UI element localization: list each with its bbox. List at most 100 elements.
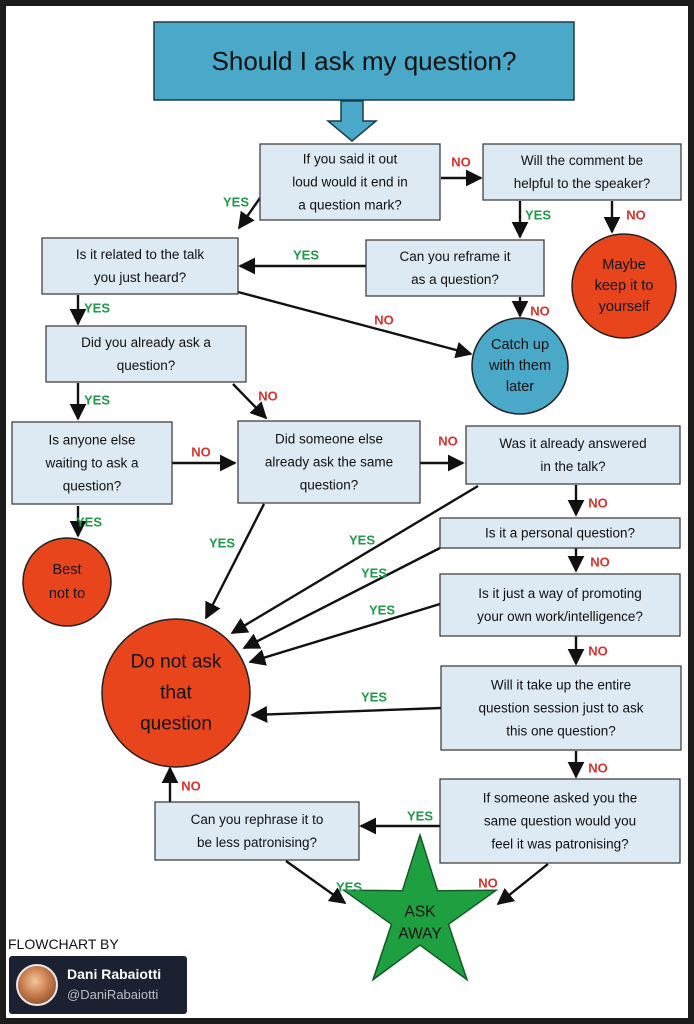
node-ask_away-line-1: ASK xyxy=(404,904,436,921)
node-said_out_loud-line-1: If you said it out xyxy=(303,152,398,167)
node-already_asked: Did you already ask a question? xyxy=(45,325,247,383)
node-reframe-box xyxy=(365,239,545,297)
title-down-arrow xyxy=(325,100,379,142)
edge-label-reframe-to-catch_up: NO xyxy=(530,304,550,319)
node-personal-line-1: Is it a personal question? xyxy=(485,526,635,541)
edge-label-rephrase-to-do_not_ask: NO xyxy=(181,779,201,794)
node-helpful-line-1: Will the comment be xyxy=(521,153,643,168)
node-take_up-line-1: Will it take up the entire xyxy=(491,678,631,693)
node-promoting-line-2: your own work/intelligence? xyxy=(477,609,643,624)
title-box xyxy=(153,21,575,101)
edge-answered-to-do_not_ask xyxy=(230,484,479,635)
node-do_not_ask-line-1: Do not ask xyxy=(131,652,222,673)
node-anyone_waiting-box xyxy=(11,421,173,505)
node-anyone_waiting: Is anyone else waiting to ask a question? xyxy=(11,421,173,505)
node-best_not-line-1: Best xyxy=(52,562,81,578)
node-anyone_waiting-line-2: waiting to ask a xyxy=(44,456,139,471)
node-answered-line-2: in the talk? xyxy=(540,459,605,474)
node-already_asked-line-2: question? xyxy=(117,358,176,373)
node-rephrase-line-1: Can you rephrase it to xyxy=(191,812,324,827)
node-personal-box xyxy=(439,517,681,549)
node-catch_up-line-1: Catch up xyxy=(491,337,549,353)
edge-label-answered-to-personal: NO xyxy=(588,496,608,511)
node-answered-box xyxy=(465,425,681,485)
node-reframe-line-1: Can you reframe it xyxy=(399,249,510,264)
node-patronising-line-1: If someone asked you the xyxy=(483,791,638,806)
node-catch_up-line-2: with them xyxy=(488,358,551,374)
node-keep_to_self-circle xyxy=(571,233,677,339)
node-someone_else-box xyxy=(237,420,421,504)
node-patronising: If someone asked you the same question wo… xyxy=(439,778,681,864)
node-related-line-1: Is it related to the talk xyxy=(76,247,205,262)
edge-label-related-to-already_asked: YES xyxy=(84,301,110,316)
node-do_not_ask-circle xyxy=(101,618,251,768)
edge-label-anyone_waiting-to-someone_else: NO xyxy=(191,445,211,460)
node-ask_away: ASK AWAY xyxy=(341,832,499,982)
node-related-line-2: you just heard? xyxy=(94,270,186,285)
edge-label-already_asked-to-someone_else: NO xyxy=(258,389,278,404)
node-ask_away-line-2: AWAY xyxy=(398,926,441,943)
node-rephrase: Can you rephrase it to be less patronisin… xyxy=(154,801,360,861)
node-answered-line-1: Was it already answered xyxy=(499,436,646,451)
node-anyone_waiting-line-1: Is anyone else xyxy=(48,433,135,448)
node-personal: Is it a personal question? xyxy=(439,517,681,549)
node-keep_to_self-line-2: keep it to xyxy=(595,278,654,294)
credit-label: FLOWCHART BY xyxy=(8,936,119,952)
node-catch_up-circle xyxy=(471,317,569,415)
node-do_not_ask: Do not ask that question xyxy=(101,618,251,768)
node-patronising-line-3: feel it was patronising? xyxy=(491,837,628,852)
node-someone_else-line-3: question? xyxy=(300,478,359,493)
node-take_up-box xyxy=(440,665,682,751)
node-do_not_ask-line-3: question xyxy=(140,714,212,735)
node-related: Is it related to the talk you just heard? xyxy=(41,237,239,295)
node-rephrase-box xyxy=(154,801,360,861)
node-patronising-line-2: same question would you xyxy=(484,814,636,829)
edge-label-take_up-to-do_not_ask: YES xyxy=(361,690,387,705)
node-someone_else-line-2: already ask the same xyxy=(265,455,393,470)
edge-label-related-to-catch_up: NO xyxy=(374,313,394,328)
edge-label-anyone_waiting-to-best_not: YES xyxy=(76,515,102,530)
flowchart-title: Should I ask my question? xyxy=(212,46,517,76)
node-promoting-box xyxy=(439,573,681,637)
node-said_out_loud-line-3: a question mark? xyxy=(298,198,402,213)
node-take_up-line-3: this one question? xyxy=(506,724,616,739)
node-related-box xyxy=(41,237,239,295)
edge-label-helpful-to-reframe: YES xyxy=(525,208,551,223)
node-promoting-line-1: Is it just a way of promoting xyxy=(478,586,642,601)
node-already_asked-line-1: Did you already ask a xyxy=(81,335,211,350)
edge-rephrase-to-ask_away xyxy=(285,860,347,904)
edge-take_up-to-do_not_ask xyxy=(250,706,442,723)
node-patronising-box xyxy=(439,778,681,864)
edge-already_asked-to-someone_else xyxy=(232,383,268,420)
edge-label-already_asked-to-anyone_waiting: YES xyxy=(84,393,110,408)
edge-label-said_out_loud-to-related: YES xyxy=(223,195,249,210)
edge-label-said_out_loud-to-helpful: NO xyxy=(451,155,471,170)
edge-promoting-to-do_not_ask xyxy=(248,602,441,666)
edge-label-take_up-to-patronising: NO xyxy=(588,761,608,776)
edge-label-answered-to-do_not_ask: YES xyxy=(349,533,375,548)
node-keep_to_self-line-1: Maybe xyxy=(602,257,646,273)
edge-label-personal-to-promoting: NO xyxy=(590,555,610,570)
edge-label-promoting-to-take_up: NO xyxy=(588,644,608,659)
edge-said_out_loud-to-related xyxy=(238,197,261,230)
node-said_out_loud-box xyxy=(259,143,441,221)
node-rephrase-line-2: be less patronising? xyxy=(197,835,317,850)
node-said_out_loud-line-2: loud would it end in xyxy=(292,175,408,190)
avatar xyxy=(16,964,58,1006)
node-anyone_waiting-line-3: question? xyxy=(63,479,122,494)
node-said_out_loud: If you said it out loud would it end in a … xyxy=(259,143,441,221)
credit-handle: @DaniRabaiotti xyxy=(67,987,159,1002)
node-ask_away-star xyxy=(341,832,499,982)
edge-label-patronising-to-ask_away: NO xyxy=(478,876,498,891)
edge-related-to-catch_up xyxy=(237,290,473,359)
node-do_not_ask-line-2: that xyxy=(160,683,192,704)
